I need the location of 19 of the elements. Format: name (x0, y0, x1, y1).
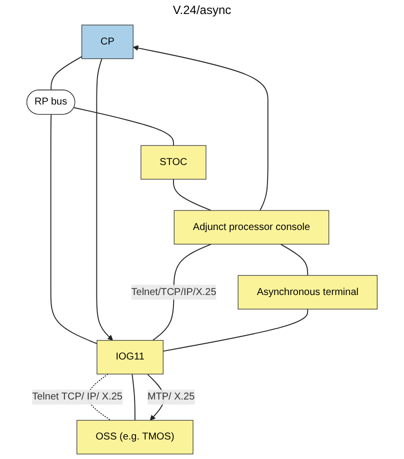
connector (50, 114, 98, 344)
node-box: Adjunct processor console (174, 210, 330, 244)
edge-label: Telnet TCP/ IP/ X.25 (32, 392, 122, 402)
connector (50, 56, 82, 91)
connector (280, 244, 308, 276)
connector (74, 107, 174, 146)
node-box: CP (81, 24, 134, 60)
node-box: OSS (e.g. TMOS) (76, 420, 194, 454)
arrow (132, 45, 268, 211)
edge-label: MTP/ X.25 (147, 392, 195, 402)
node-box: STOC (140, 145, 206, 180)
connector (173, 178, 212, 211)
connector (132, 374, 136, 421)
edge-label: Telnet/TCP/IP/X.25 (131, 286, 216, 298)
node-box: Asynchronous terminal (238, 275, 378, 310)
node-box: IOG11 (96, 340, 164, 374)
note-label: V.24/async (172, 3, 232, 17)
connector (162, 308, 308, 352)
arrow (96, 58, 113, 341)
